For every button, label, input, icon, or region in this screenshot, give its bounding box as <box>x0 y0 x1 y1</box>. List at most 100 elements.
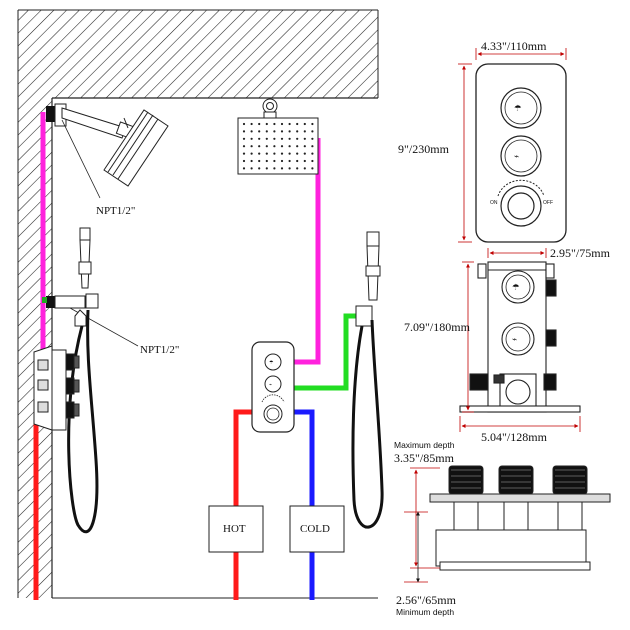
nozzle-dot <box>303 130 306 133</box>
nozzle-dot <box>258 159 261 163</box>
valve-body-drawing: ☂ ⌁ <box>459 261 581 413</box>
nozzle-dot <box>250 167 253 170</box>
nozzle-dot <box>288 130 291 133</box>
nozzle-dot <box>280 122 284 126</box>
min-depth-title: Minimum depth <box>396 607 454 617</box>
nozzle-dot <box>265 137 268 140</box>
nozzle-dot <box>242 122 246 126</box>
nozzle-dot <box>250 137 253 140</box>
nozzle-dot <box>311 122 314 126</box>
panel-drawing: ☂ ⌁ ON OFF <box>475 63 567 243</box>
nozzle-dot <box>311 145 314 148</box>
panel-rain-button[interactable] <box>500 87 542 129</box>
depth-view-drawing <box>429 465 611 571</box>
nozzle-dot <box>288 137 291 140</box>
hot-label: HOT <box>223 523 246 535</box>
nozzle-dot <box>280 145 284 148</box>
nozzle-dot <box>258 145 261 148</box>
nozzle-dot <box>265 152 268 155</box>
nozzle-dot <box>258 152 261 155</box>
nozzle-dot <box>250 122 253 126</box>
nozzle-dot <box>273 152 276 155</box>
nozzle-dot <box>250 145 253 148</box>
valve-dimension-lines <box>459 248 581 432</box>
depth-dimension-lines <box>404 467 440 583</box>
panel-on-label: ON <box>490 200 498 206</box>
nozzle-dot <box>311 159 314 163</box>
nozzle-dot <box>258 167 261 170</box>
npt-upper-label: NPT1/2" <box>96 205 135 217</box>
nozzle-dot <box>242 137 246 140</box>
nozzle-dot <box>296 137 299 140</box>
npt-lower-label: NPT1/2" <box>140 344 179 356</box>
side-valve-body <box>33 345 80 431</box>
front-rain-button[interactable] <box>264 353 282 371</box>
nozzle-dot <box>273 130 276 133</box>
nozzle-dot <box>303 145 306 148</box>
nozzle-dot <box>258 130 261 133</box>
nozzle-dot <box>303 152 306 155</box>
nozzle-dot <box>280 137 284 140</box>
nozzle-dot <box>273 137 276 140</box>
svg-text:☂: ☂ <box>512 282 520 292</box>
valve-base-width-dim: 5.04"/128mm <box>481 430 548 444</box>
front-valve-panel: ☂ ⌁ <box>251 341 295 433</box>
nozzle-dot <box>280 159 284 163</box>
nozzle-dot <box>265 167 268 170</box>
nozzle-dot <box>280 152 284 155</box>
nozzle-dot <box>242 152 246 155</box>
front-handheld-button[interactable] <box>264 375 282 393</box>
nozzle-dot <box>280 130 284 133</box>
nozzle-dot <box>250 130 253 133</box>
nozzle-dot <box>273 167 276 170</box>
nozzle-dot <box>265 145 268 148</box>
nozzle-dot <box>303 137 306 140</box>
front-shower-pipe <box>292 138 321 365</box>
nozzle-dot <box>242 167 246 170</box>
nozzle-dot <box>311 137 314 140</box>
nozzle-dot <box>242 130 246 133</box>
panel-handheld-button[interactable] <box>500 135 542 177</box>
svg-text:⌁: ⌁ <box>269 382 272 388</box>
side-shower-head <box>54 103 169 187</box>
nozzle-dot <box>311 130 314 133</box>
front-handheld-shower <box>351 231 384 529</box>
cold-box <box>289 505 345 553</box>
nozzle-dot <box>288 145 291 148</box>
hot-box <box>208 505 264 553</box>
nozzle-dot <box>296 122 299 126</box>
cold-label: COLD <box>300 523 330 535</box>
svg-text:☂: ☂ <box>269 360 274 366</box>
nozzle-dot <box>258 122 261 126</box>
nozzle-dot <box>242 145 246 148</box>
nozzle-dot <box>265 130 268 133</box>
nozzle-dot <box>280 167 284 170</box>
panel-off-label: OFF <box>543 200 553 206</box>
nozzle-dot <box>250 159 253 163</box>
nozzle-dot <box>273 122 276 126</box>
nozzle-dot <box>303 122 306 126</box>
panel-height-dim: 9"/230mm <box>398 142 450 156</box>
nozzle-dot <box>296 167 299 170</box>
nozzle-dot <box>311 167 314 170</box>
nozzle-dot <box>303 159 306 163</box>
svg-text:⌁: ⌁ <box>514 151 519 161</box>
valve-height-dim: 7.09"/180mm <box>404 320 471 334</box>
nozzle-dot <box>303 167 306 170</box>
nozzle-dot <box>288 159 291 163</box>
side-handheld-shower <box>54 227 99 534</box>
nozzle-dot <box>296 152 299 155</box>
min-depth-value: 2.56"/65mm <box>396 593 457 607</box>
front-handheld-pipe <box>292 313 356 391</box>
nozzle-dot <box>296 130 299 133</box>
max-depth-title: Maximum depth <box>394 440 455 450</box>
svg-text:☂: ☂ <box>514 103 522 113</box>
nozzle-dot <box>273 145 276 148</box>
nozzle-dot <box>288 122 291 126</box>
nozzle-dot <box>296 145 299 148</box>
nozzle-dot <box>258 137 261 140</box>
rain-shower-head <box>237 98 319 175</box>
nozzle-dot <box>250 152 253 155</box>
svg-text:⌁: ⌁ <box>512 334 517 344</box>
